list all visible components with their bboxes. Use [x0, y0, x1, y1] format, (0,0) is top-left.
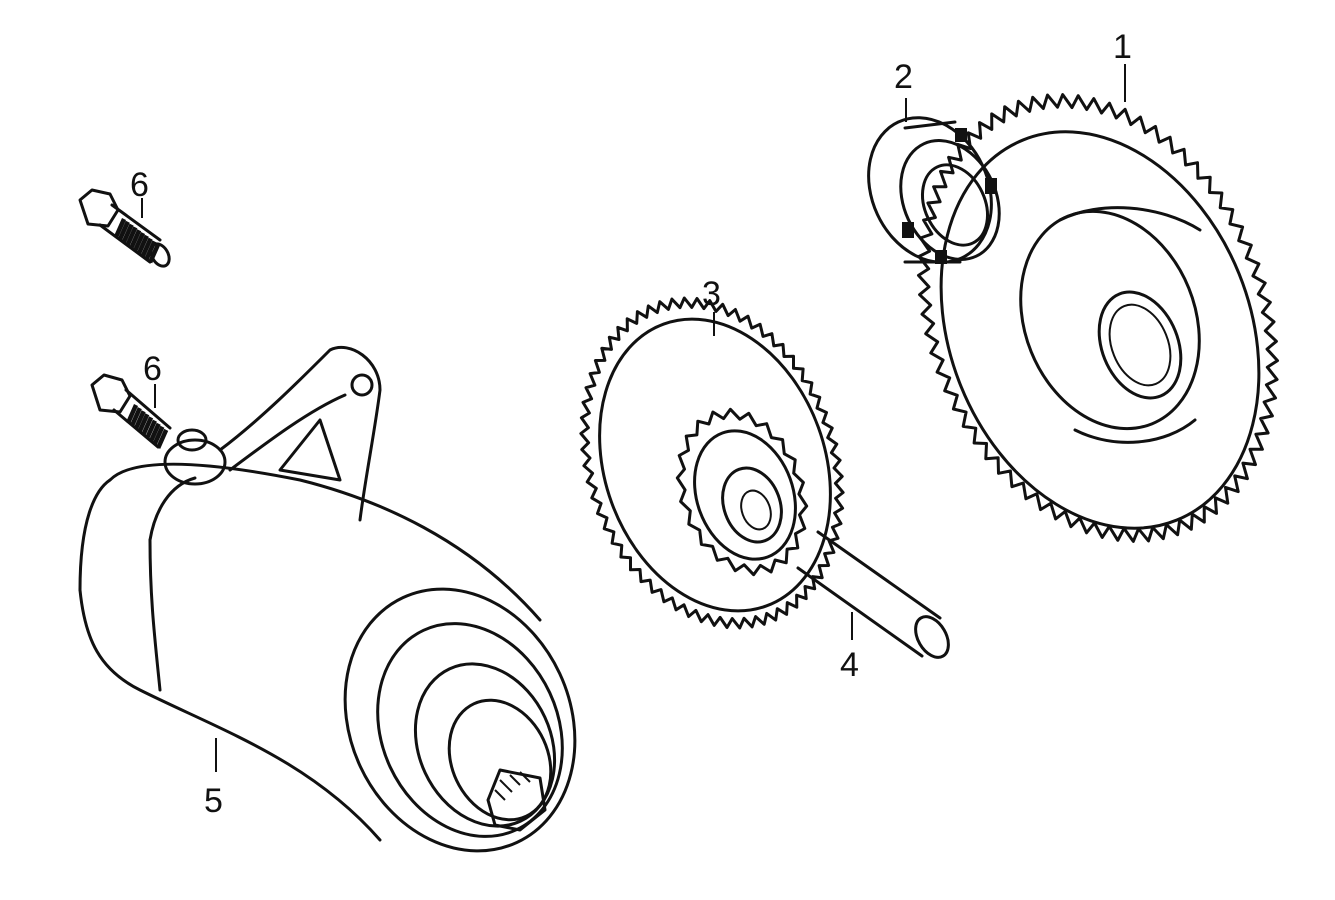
callout-label-4: 4 — [840, 646, 859, 684]
callout-2: 2 — [894, 58, 913, 122]
bolt-upper[interactable] — [78, 188, 173, 269]
callout-label-2: 2 — [894, 58, 913, 96]
callout-5: 5 — [204, 738, 223, 820]
callout-1: 1 — [1113, 28, 1132, 102]
callout-4: 4 — [840, 612, 859, 684]
callout-3: 3 — [702, 275, 721, 336]
callout-6-lower: 6 — [143, 350, 162, 408]
idle-gear-shaft[interactable] — [796, 530, 955, 663]
bolt-lower[interactable] — [90, 373, 172, 449]
callout-label-5: 5 — [204, 782, 223, 820]
callout-label-1: 1 — [1113, 28, 1132, 66]
callout-label-3: 3 — [702, 275, 721, 313]
one-way-clutch[interactable] — [846, 98, 1018, 283]
callout-label-6-lower: 6 — [143, 350, 162, 388]
callout-label-6-upper: 6 — [130, 166, 149, 204]
starter-idle-gear[interactable] — [560, 286, 869, 643]
starter-motor[interactable] — [78, 345, 617, 888]
starter-driven-gear[interactable] — [884, 84, 1316, 577]
callout-6-upper: 6 — [130, 166, 149, 218]
